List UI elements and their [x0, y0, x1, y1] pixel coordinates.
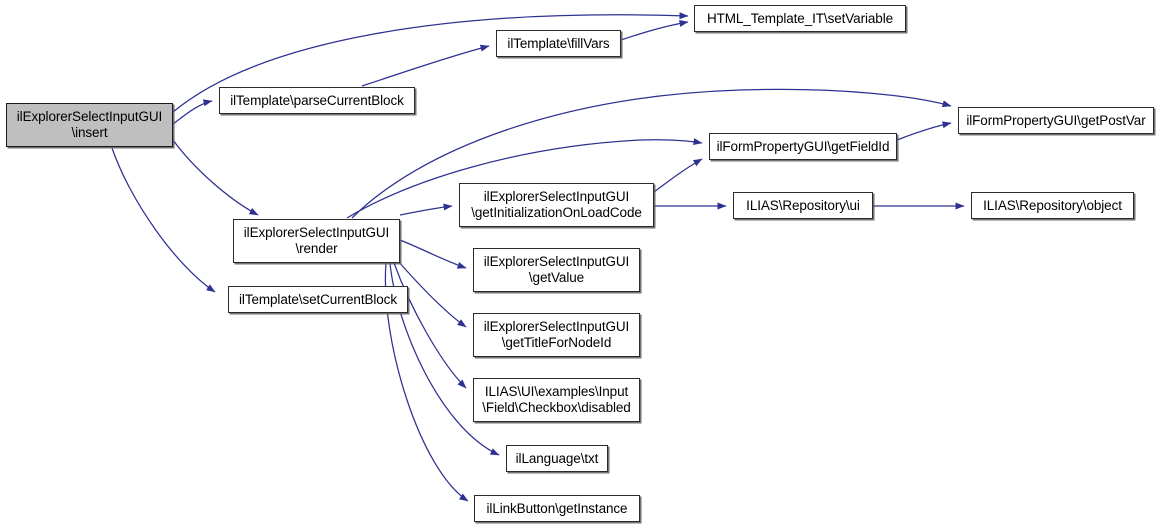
node-langTxt[interactable]: ilLanguage\txt — [506, 445, 608, 472]
node-label-checkboxDisabled: ILIAS\UI\examples\Input \Field\Checkbox\… — [482, 384, 631, 415]
edge-insert-to-parseCurrentBlock — [172, 99, 213, 125]
node-checkboxDisabled[interactable]: ILIAS\UI\examples\Input \Field\Checkbox\… — [473, 378, 640, 422]
edge-getFieldId-to-getPostVar — [896, 121, 952, 141]
node-label-repoObject: ILIAS\Repository\object — [983, 197, 1122, 213]
node-label-repoUi: ILIAS\Repository\ui — [746, 197, 860, 213]
node-setVariable[interactable]: HTML_Template_IT\setVariable — [694, 5, 906, 32]
node-label-insert: ilExplorerSelectInputGUI \insert — [16, 109, 163, 140]
edge-getInitializationOnLoadCode-to-getFieldId — [653, 158, 703, 193]
edge-render-to-checkboxDisabled — [393, 262, 467, 389]
node-label-getPostVar: ilFormPropertyGUI\getPostVar — [966, 112, 1146, 128]
node-getTitleForNodeId[interactable]: ilExplorerSelectInputGUI \getTitleForNod… — [473, 313, 640, 357]
node-getValue[interactable]: ilExplorerSelectInputGUI \getValue — [473, 248, 640, 292]
node-label-setVariable: HTML_Template_IT\setVariable — [706, 10, 894, 26]
edge-render-to-getValue — [399, 239, 467, 269]
edge-parseCurrentBlock-to-fillVars — [361, 44, 490, 87]
node-label-fillVars: ilTemplate\fillVars — [507, 35, 610, 51]
node-getPostVar[interactable]: ilFormPropertyGUI\getPostVar — [958, 107, 1154, 134]
node-label-getValue: ilExplorerSelectInputGUI \getValue — [483, 254, 630, 285]
node-getFieldId[interactable]: ilFormPropertyGUI\getFieldId — [709, 133, 897, 160]
node-setCurrentBlock[interactable]: ilTemplate\setCurrentBlock — [228, 286, 408, 313]
edge-render-to-getPostVar — [351, 88, 952, 219]
node-label-render: ilExplorerSelectInputGUI \render — [243, 225, 390, 256]
edge-fillVars-to-setVariable — [620, 20, 689, 41]
edge-insert-to-setVariable — [172, 12, 689, 113]
edges-group — [111, 12, 965, 502]
edge-render-to-getFieldId — [346, 138, 703, 219]
node-parseCurrentBlock[interactable]: ilTemplate\parseCurrentBlock — [219, 87, 415, 114]
edge-insert-to-render — [172, 139, 259, 216]
node-label-setCurrentBlock: ilTemplate\setCurrentBlock — [239, 291, 397, 307]
node-label-linkButton: ilLinkButton\getInstance — [486, 500, 628, 516]
node-linkButton[interactable]: ilLinkButton\getInstance — [474, 495, 640, 522]
node-repoObject[interactable]: ILIAS\Repository\object — [971, 192, 1134, 219]
node-label-getFieldId: ilFormPropertyGUI\getFieldId — [716, 138, 890, 154]
node-fillVars[interactable]: ilTemplate\fillVars — [496, 30, 621, 57]
node-repoUi[interactable]: ILIAS\Repository\ui — [733, 192, 873, 219]
node-label-langTxt: ilLanguage\txt — [515, 450, 599, 466]
node-label-getInitializationOnLoadCode: ilExplorerSelectInputGUI \getInitializat… — [471, 189, 642, 220]
edge-render-to-getInitializationOnLoadCode — [399, 203, 453, 216]
node-getInitializationOnLoadCode[interactable]: ilExplorerSelectInputGUI \getInitializat… — [459, 183, 654, 227]
node-insert[interactable]: ilExplorerSelectInputGUI \insert — [6, 103, 173, 147]
edge-render-to-getTitleForNodeId — [397, 260, 467, 328]
node-label-getTitleForNodeId: ilExplorerSelectInputGUI \getTitleForNod… — [483, 319, 630, 350]
node-label-parseCurrentBlock: ilTemplate\parseCurrentBlock — [230, 92, 404, 108]
node-render[interactable]: ilExplorerSelectInputGUI \render — [233, 219, 400, 263]
edge-insert-to-setCurrentBlock — [111, 147, 216, 293]
